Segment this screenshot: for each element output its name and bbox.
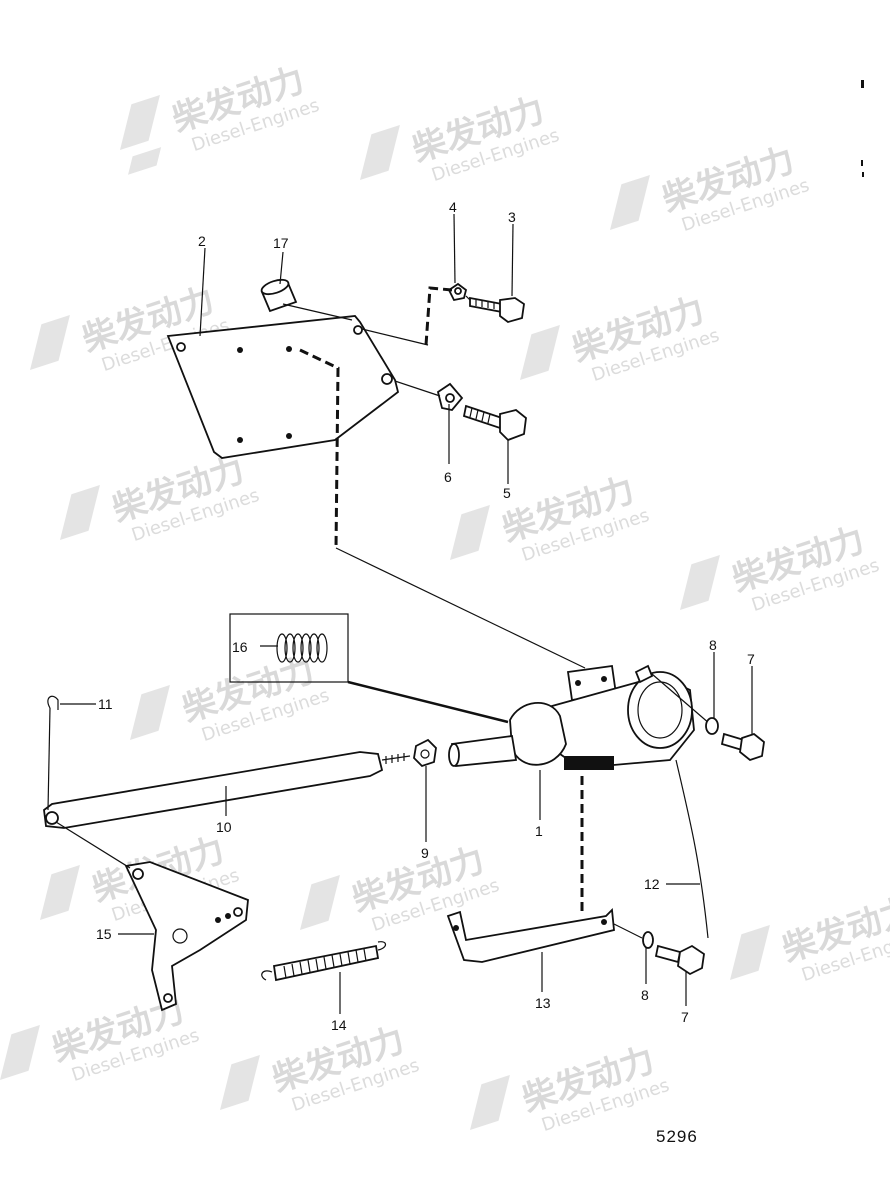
edge-marks [861,80,864,177]
watermark-tile: 柴发动力 Diesel-Engines [520,290,722,386]
watermark-tile: 柴发动力 Diesel-Engines [360,90,562,186]
bolt-top-right [720,732,765,762]
lever-bracket [55,821,249,1012]
watermark-tile: 柴发动力 Diesel-Engines [450,470,652,566]
spring-detail-box [229,613,509,724]
label-part-17: 17 [273,235,289,251]
bolt-bottom [654,944,705,976]
clip-bracket-mid [394,380,464,411]
watermark-tile: 柴发动力 Diesel-Engines [130,650,332,746]
drawing-layer: 2 17 4 3 6 5 8 7 16 11 10 9 1 12 15 14 1… [43,80,864,1146]
mounting-plate [166,315,400,459]
label-part-6: 6 [444,469,452,485]
label-part-8-bottom: 8 [641,987,649,1003]
figure-number: 5296 [656,1127,698,1146]
leader-lines [60,213,753,1014]
watermark-layer: 柴发动力 Diesel-Engines 柴发动力 Diesel-Engines … [0,60,890,1136]
bolt-mid [462,404,527,442]
label-part-8-top: 8 [709,637,717,653]
label-part-7-bottom: 7 [681,1009,689,1025]
spacer-sleeve [260,278,353,321]
washer-top-right [705,717,719,735]
label-part-12: 12 [644,876,660,892]
watermark-tile: 柴发动力 Diesel-Engines [60,450,262,546]
washer-bottom [613,923,654,949]
label-part-5: 5 [503,485,511,501]
watermark-tile: 柴发动力 Diesel-Engines [120,60,322,175]
clip-bracket-top [361,282,468,346]
label-part-3: 3 [508,209,516,225]
label-part-15: 15 [96,926,112,942]
label-part-10: 10 [216,819,232,835]
label-part-13: 13 [535,995,551,1011]
label-part-11: 11 [98,696,113,712]
cotter-pin [47,695,59,811]
watermark-tile: 柴发动力 Diesel-Engines [610,140,812,236]
part-labels: 2 17 4 3 6 5 8 7 16 11 10 9 1 12 15 14 1… [96,199,755,1033]
label-part-1: 1 [535,823,543,839]
bolt-top [465,295,525,323]
watermark-tile: 柴发动力 Diesel-Engines [730,890,890,986]
label-part-16: 16 [232,639,248,655]
label-part-9: 9 [421,845,429,861]
watermark-tile: 柴发动力 Diesel-Engines [220,1020,422,1116]
nut [413,738,437,768]
label-part-4: 4 [449,199,457,215]
watermark-tile: 柴发动力 Diesel-Engines [470,1040,672,1136]
label-part-14: 14 [331,1017,347,1033]
spring-coil [276,633,328,663]
tension-spring [261,941,387,982]
solenoid-actuator [448,664,711,939]
support-bracket [446,776,615,963]
label-part-2: 2 [198,233,206,249]
watermark-tile: 柴发动力 Diesel-Engines [300,840,502,936]
watermark-tile: 柴发动力 Diesel-Engines [680,520,882,616]
lever-rod [43,751,411,829]
label-part-7-top: 7 [747,651,755,667]
